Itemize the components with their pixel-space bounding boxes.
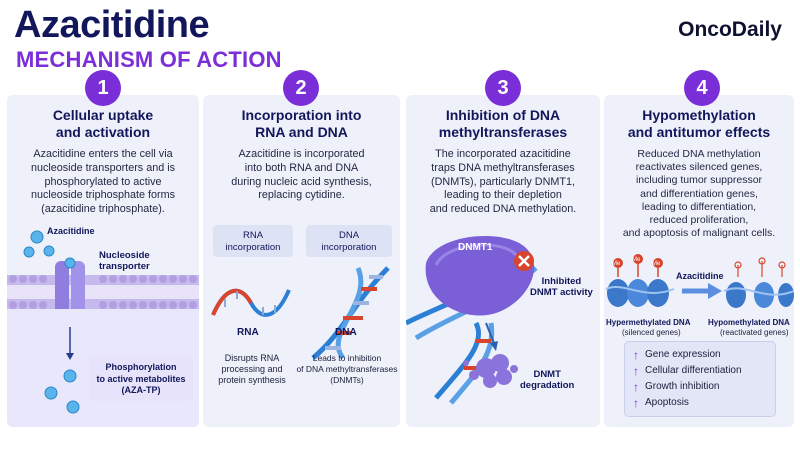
dna-effect-text: Leads to inhibition of DNA methyltransfe… bbox=[296, 353, 398, 385]
drug-molecule bbox=[64, 257, 76, 269]
list-item: ↑Growth inhibition bbox=[633, 380, 720, 394]
rna-strand-illustration bbox=[211, 288, 291, 317]
panel-description: The incorporated azacitidine traps DNA m… bbox=[429, 148, 577, 216]
membrane-core bbox=[7, 285, 199, 299]
panel-title: Cellular uptake and activation bbox=[52, 107, 154, 140]
dnmt-degradation-label: DNMT degradation bbox=[520, 369, 575, 391]
degraded-fragments bbox=[463, 354, 518, 388]
step-number-1: 1 bbox=[85, 70, 121, 106]
drug-molecule bbox=[23, 246, 35, 258]
drug-molecule bbox=[43, 245, 55, 257]
hypomethylated-sublabel: (reactivated genes) bbox=[720, 328, 789, 337]
drug-molecule bbox=[44, 386, 58, 400]
list-item: ↑Apoptosis bbox=[633, 396, 689, 410]
drug-molecule bbox=[30, 230, 44, 244]
step-number-3: 3 bbox=[485, 70, 521, 106]
transporter-label: Nucleoside transporter bbox=[99, 250, 150, 272]
panel-description: Azacitidine is incorporated into both RN… bbox=[231, 148, 372, 202]
list-item: ↑Gene expression bbox=[633, 348, 721, 362]
dna-label: DNA bbox=[335, 327, 357, 338]
rna-incorporation-box: RNA incorporation bbox=[213, 225, 293, 257]
arrow-up-icon: ↑ bbox=[633, 396, 639, 410]
panel-dnmt-inhibition: Inhibition of DNA methyltransferases The… bbox=[406, 95, 600, 427]
panel-hypomethylation: Hypomethylation and antitumor effects Re… bbox=[604, 95, 794, 427]
inhibited-activity-label: Inhibited DNMT activity bbox=[530, 276, 593, 298]
panel-description: Azacitidine enters the cell via nucleosi… bbox=[30, 148, 176, 216]
step-number-4: 4 bbox=[684, 70, 720, 106]
hypermethylated-label: Hypermethylated DNA bbox=[606, 318, 691, 327]
page-title: Azacitidine bbox=[14, 4, 210, 46]
phosphorylation-box: Phosphorylation to active metabolites (A… bbox=[89, 357, 193, 401]
panel-title: Hypomethylation and antitumor effects bbox=[627, 107, 771, 140]
hypomethylated-label: Hypomethylated DNA bbox=[708, 318, 790, 327]
nucleoside-transporter bbox=[55, 261, 69, 323]
page-subtitle: MECHANISM OF ACTION bbox=[16, 47, 282, 72]
chromatin-illustration bbox=[605, 254, 794, 308]
methyl-mark-label: Me bbox=[652, 261, 661, 267]
panel-description: Reduced DNA methylation reactivates sile… bbox=[622, 148, 776, 240]
hypomethylated-chromatin bbox=[723, 257, 794, 308]
arrow-up-icon: ↑ bbox=[633, 348, 639, 362]
step-number-2: 2 bbox=[283, 70, 319, 106]
drug-label: Azacitidine bbox=[47, 226, 95, 236]
drug-label: Azacitidine bbox=[676, 271, 724, 281]
list-item: ↑Cellular differentiation bbox=[633, 364, 742, 378]
dna-incorporation-box: DNA incorporation bbox=[306, 225, 392, 257]
methyl-mark-label: Me bbox=[612, 261, 621, 267]
arrow-up-icon: ↑ bbox=[633, 364, 639, 378]
drug-molecule bbox=[63, 369, 77, 383]
dna-helix-illustration bbox=[311, 266, 390, 360]
panel-title: Inhibition of DNA methyltransferases bbox=[438, 107, 568, 140]
hypermethylated-sublabel: (silenced genes) bbox=[622, 328, 681, 337]
dnmt1-label: DNMT1 bbox=[458, 242, 493, 253]
rna-effect-text: Disrupts RNA processing and protein synt… bbox=[218, 353, 286, 385]
arrow-up-icon: ↑ bbox=[633, 380, 639, 394]
panel-title: Incorporation into RNA and DNA bbox=[241, 107, 362, 140]
hypermethylated-chromatin bbox=[605, 254, 675, 307]
panel-incorporation: Incorporation into RNA and DNA Azacitidi… bbox=[203, 95, 400, 427]
drug-molecule bbox=[66, 400, 80, 414]
panel-cellular-uptake: Cellular uptake and activation Azacitidi… bbox=[7, 95, 199, 427]
effects-list: ↑Gene expression ↑Cellular differentiati… bbox=[624, 341, 776, 417]
dnmt1-enzyme bbox=[425, 236, 535, 316]
methyl-mark-label: Me bbox=[632, 257, 641, 263]
brand-logo: OncoDaily bbox=[678, 18, 782, 41]
dnmt-trap-illustration bbox=[406, 236, 538, 405]
rna-label: RNA bbox=[237, 327, 259, 338]
